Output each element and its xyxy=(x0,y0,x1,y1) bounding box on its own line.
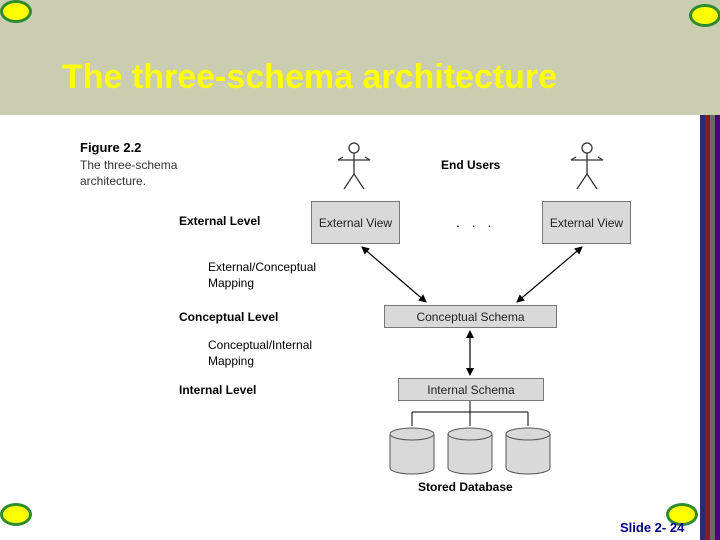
database-icon-2 xyxy=(447,427,493,475)
figure-caption: The three-schema architecture. xyxy=(80,158,178,188)
user-icon-left xyxy=(337,142,371,190)
stored-database-label: Stored Database xyxy=(418,480,513,494)
slide-number: Slide 2- 24 xyxy=(620,520,685,535)
end-users-label: End Users xyxy=(441,158,501,172)
database-connectors xyxy=(411,401,529,426)
conceptual-internal-mapping-label: Conceptual/Internal Mapping xyxy=(208,338,313,368)
corner-oval-bottom-left xyxy=(0,503,32,526)
corner-oval-bottom-right xyxy=(666,503,698,526)
user-icon-right xyxy=(570,142,604,190)
ellipsis: . . . xyxy=(456,214,496,230)
external-conceptual-mapping-label: External/Conceptual Mapping xyxy=(208,260,317,290)
figure-label: Figure 2.2 xyxy=(80,140,142,155)
database-icon-3 xyxy=(505,427,551,475)
external-view-box-left: External View xyxy=(311,201,400,244)
arrow-left-view-to-conceptual xyxy=(361,246,427,303)
arrow-right-view-to-conceptual xyxy=(516,246,583,303)
internal-schema-box: Internal Schema xyxy=(398,378,544,401)
slide-title: The three-schema architecture xyxy=(62,58,558,96)
side-stripes xyxy=(700,115,720,540)
external-view-box-right: External View xyxy=(542,201,631,244)
external-level-label: External Level xyxy=(179,214,261,228)
slide-header xyxy=(0,0,720,115)
conceptual-schema-box: Conceptual Schema xyxy=(384,305,557,328)
corner-oval-top-left xyxy=(0,0,32,23)
database-icon-1 xyxy=(389,427,435,475)
corner-oval-top-right xyxy=(689,4,720,27)
conceptual-level-label: Conceptual Level xyxy=(179,310,279,324)
internal-level-label: Internal Level xyxy=(179,383,257,397)
